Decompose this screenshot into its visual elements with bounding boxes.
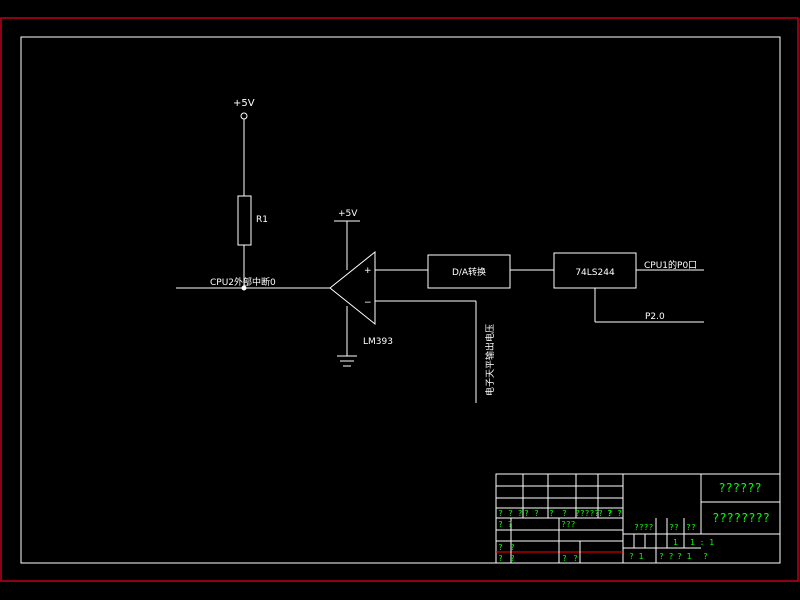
p0-net-label: CPU1的P0口 (644, 259, 697, 271)
comparator-lm393 (329, 250, 376, 326)
scale-value-0: 1 (673, 538, 678, 547)
bottom-right-3: ? (703, 552, 708, 561)
comparator-plus-label: + (364, 266, 372, 276)
interrupt-net-label: CPU2外部中断0 (210, 276, 276, 288)
bottom-right-0: ? 1 (629, 552, 644, 561)
header-cell-9: ? (617, 509, 622, 518)
bottom-left-0: ? (498, 543, 503, 552)
mark-left: ? ? (498, 520, 513, 529)
bottom-left-1: ? (510, 543, 515, 552)
p20-net-label: P2.0 (645, 312, 665, 322)
header-cell-4: ? (549, 509, 554, 518)
header-cell-6: ????? (575, 509, 599, 518)
scale-header-2: ?? (686, 523, 696, 532)
scale-value-1: 1 : 1 (690, 538, 714, 547)
bottom-left-4: ? (562, 554, 567, 563)
header-cell-1: ? ? (508, 509, 523, 518)
title-block: ?????? ???????? ? ? ? ? ? ? ? ????? ? ? … (495, 473, 781, 564)
header-cell-0: ? (498, 509, 503, 518)
resistor-r1 (237, 195, 252, 246)
dac-block (427, 254, 511, 289)
vcc-label: +5V (233, 98, 255, 109)
inner-drawing-frame (20, 36, 781, 564)
bottom-left-2: ? (498, 554, 503, 563)
header-cell-3: ? (534, 509, 539, 518)
dac-label: D/A转换 (452, 266, 486, 278)
header-cell-2: ? (524, 509, 529, 518)
comparator-supply-label: +5V (338, 209, 358, 219)
buffer-label: 74LS244 (575, 268, 615, 278)
bottom-right-1: ? ? (659, 552, 674, 561)
scale-header-1: ?? (669, 523, 679, 532)
bottom-left-3: ? (510, 554, 515, 563)
header-cell-5: ? (562, 509, 567, 518)
header-cell-8: ? (607, 509, 612, 518)
bottom-right-2: ? 1 (677, 552, 692, 561)
vcc-terminal (240, 112, 248, 120)
comparator-part-label: LM393 (363, 337, 393, 347)
outer-sheet-border (0, 17, 799, 582)
resistor-label: R1 (256, 215, 268, 225)
mark-mid: ??? (561, 520, 576, 529)
bottom-left-5: ? (573, 554, 578, 563)
scale-voltage-label: 电子天平输出电压 (484, 324, 496, 396)
company-name: ?????? (718, 481, 761, 495)
header-cell-7: ? ? (598, 509, 613, 518)
comparator-minus-label: − (364, 298, 372, 308)
scale-header-0: ???? (634, 523, 653, 532)
drawing-title: ???????? (712, 511, 770, 525)
